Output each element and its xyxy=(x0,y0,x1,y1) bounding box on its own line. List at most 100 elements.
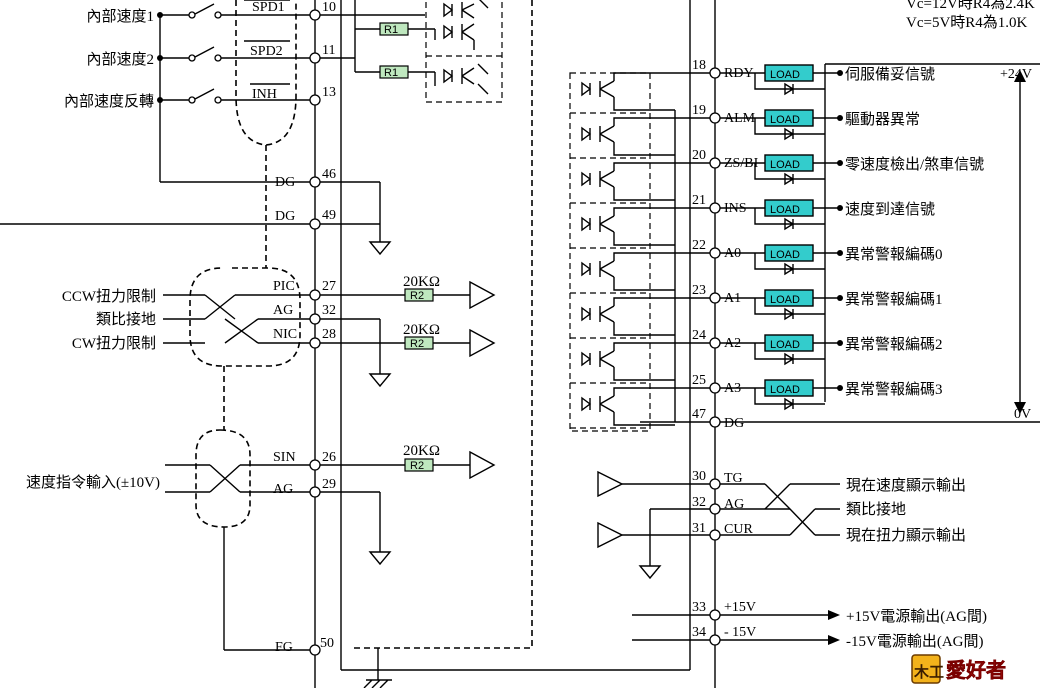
output-optocoupler-block: 47 DG 0V xyxy=(569,72,1040,432)
output-pin-terminal xyxy=(709,67,721,79)
monitor-outputs: 30 32 31 TG AG CUR 現在速度顯示輸出 類比接地 現在扭力顯示輸… xyxy=(597,469,966,580)
pin-27-terminal xyxy=(309,289,321,301)
label-plus15-output: +15V電源輸出(AG間) xyxy=(846,608,987,625)
output-pin-number: 25 xyxy=(692,373,706,388)
logo-text: 愛好者 xyxy=(946,658,1006,682)
output-pin-number: 22 xyxy=(692,238,706,253)
fg-pin: FG 50 xyxy=(275,636,392,688)
pin-number-13: 13 xyxy=(322,85,336,100)
pin-name-spd2: SPD2 xyxy=(250,44,283,59)
pin-name-dg-49: DG xyxy=(275,209,295,224)
pin-13-terminal xyxy=(309,94,321,106)
pin-33-terminal xyxy=(709,609,721,621)
pin-name-ag-32b: AG xyxy=(724,497,744,512)
pin-47-terminal xyxy=(709,416,721,428)
resistor-r1-a: R1 xyxy=(384,24,398,36)
pin-34-terminal xyxy=(709,634,721,646)
label-analog-ground-1: 類比接地 xyxy=(96,311,156,328)
output-signal-label: 異常警報編碼2 xyxy=(845,336,943,353)
pin-number-32b: 32 xyxy=(692,495,706,510)
resistor-r2-c: R2 xyxy=(410,460,424,472)
output-pin-terminal xyxy=(709,292,721,304)
pin-number-29: 29 xyxy=(322,477,336,492)
resistor-r2-a: R2 xyxy=(410,290,424,302)
torque-limit-group: CCW扭力限制 類比接地 CW扭力限制 PIC AG NIC 27 32 28 … xyxy=(62,267,496,430)
supply-24v: +24V xyxy=(1000,67,1032,82)
pin-number-30: 30 xyxy=(692,469,706,484)
output-pin-number: 18 xyxy=(692,58,706,73)
input-label-speed2: 內部速度2 xyxy=(86,51,154,68)
pin-name-fg: FG xyxy=(275,640,293,655)
pin-50-terminal xyxy=(309,644,321,656)
pin-number-46: 46 xyxy=(322,167,336,182)
pin-29-terminal xyxy=(309,486,321,498)
label-speed-command: 速度指令輸入(±10V) xyxy=(26,474,160,491)
note-line-2: Vc=5V時R4為1.0K xyxy=(906,14,1028,31)
pin-name-spd1: SPD1 xyxy=(252,0,285,15)
ground-symbol xyxy=(368,241,392,256)
output-signal-label: 伺服備妥信號 xyxy=(845,66,935,83)
output-pin-terminal xyxy=(709,202,721,214)
load-label: LOAD xyxy=(770,159,800,171)
internal-boundary xyxy=(352,0,533,649)
pin-name-inh: INH xyxy=(252,87,277,102)
pin-number-33: 33 xyxy=(692,600,706,615)
output-signal-label: 異常警報編碼1 xyxy=(845,291,943,308)
load-label: LOAD xyxy=(770,294,800,306)
output-pin-number: 19 xyxy=(692,103,706,118)
resistor-value-b: 20KΩ xyxy=(403,322,440,338)
input-label-speed1: 內部速度1 xyxy=(86,8,154,25)
output-pin-terminal xyxy=(709,382,721,394)
output-pin-number: 24 xyxy=(692,328,706,343)
output-signal-label: 零速度檢出/煞車信號 xyxy=(845,156,984,173)
pin-number-34: 34 xyxy=(692,625,706,640)
pin-name-dg-46: DG xyxy=(275,175,295,190)
output-signal-label: 異常警報編碼3 xyxy=(845,381,943,398)
label-torque-monitor: 現在扭力顯示輸出 xyxy=(846,527,966,544)
site-logo: 木工 愛好者 xyxy=(911,654,1006,684)
input-optocouplers: R1 R1 xyxy=(320,0,503,103)
resistor-value-a: 20KΩ xyxy=(403,274,440,290)
resistor-r1-b: R1 xyxy=(384,67,398,79)
pin-31-terminal xyxy=(709,529,721,541)
load-label: LOAD xyxy=(770,249,800,261)
pin-26-terminal xyxy=(309,459,321,471)
output-pin-number: 21 xyxy=(692,193,706,208)
load-label: LOAD xyxy=(770,339,800,351)
pin-number-11: 11 xyxy=(322,43,335,58)
load-label: LOAD xyxy=(770,384,800,396)
power-outputs: 33 34 +15V - 15V +15V電源輸出(AG間) -15V電源輸出(… xyxy=(632,600,987,650)
pin-number-50: 50 xyxy=(320,636,334,651)
pin-number-26: 26 xyxy=(322,450,336,465)
output-pin-number: 20 xyxy=(692,148,706,163)
output-signal-label: 速度到達信號 xyxy=(845,201,935,218)
pin-28-terminal xyxy=(309,337,321,349)
pin-name-ag-32: AG xyxy=(273,303,293,318)
output-pin-number: 23 xyxy=(692,283,706,298)
output-pin-terminal xyxy=(709,112,721,124)
load-label: LOAD xyxy=(770,69,800,81)
output-signal-label: 驅動器異常 xyxy=(845,111,920,128)
supply-0v: 0V xyxy=(1014,407,1031,422)
input-label-reverse: 內部速度反轉 xyxy=(64,93,154,110)
pin-32b-terminal xyxy=(709,503,721,515)
pin-name-pic: PIC xyxy=(273,279,295,294)
output-pin-terminal xyxy=(709,157,721,169)
logo-mark: 木工 xyxy=(913,663,944,681)
dg-pins: DG 46 DG 49 xyxy=(275,167,392,256)
note-line-1: Vc=12V時R4為2.4K xyxy=(906,0,1035,12)
pin-number-49: 49 xyxy=(322,208,336,223)
pin-30-terminal xyxy=(709,478,721,490)
pin-46-terminal xyxy=(309,176,321,188)
label-speed-monitor: 現在速度顯示輸出 xyxy=(846,477,966,494)
label-ccw-torque: CCW扭力限制 xyxy=(62,288,156,305)
label-cw-torque: CW扭力限制 xyxy=(72,335,156,352)
load-label: LOAD xyxy=(770,114,800,126)
